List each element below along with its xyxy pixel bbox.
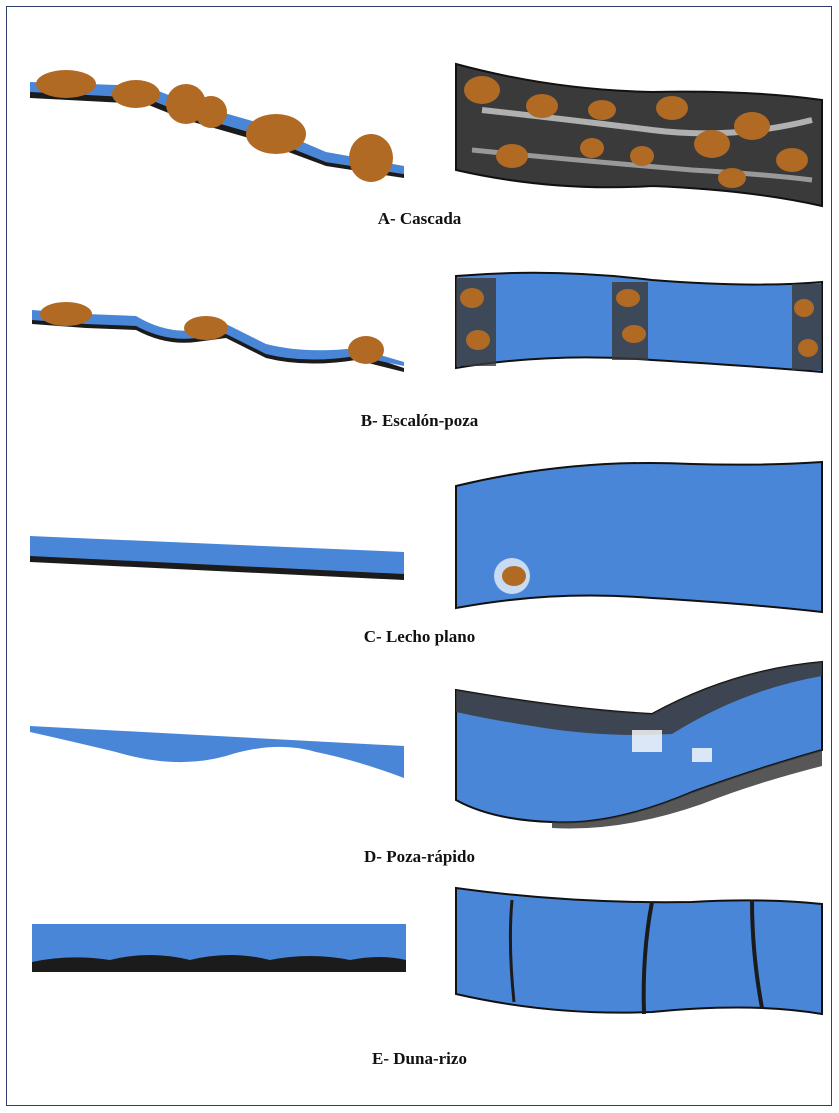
- panel-c-plan: [452, 458, 827, 618]
- panel-d-profile: [26, 722, 408, 782]
- panel-e-plan: [452, 884, 827, 1020]
- panel-a-profile: [26, 62, 406, 192]
- caption-c: C- Lecho plano: [0, 627, 839, 647]
- caption-e: E- Duna-rizo: [0, 1049, 839, 1069]
- caption-d: D- Poza-rápido: [0, 847, 839, 867]
- panel-a-plan: [452, 60, 827, 210]
- caption-a: A- Cascada: [0, 209, 839, 229]
- caption-b: B- Escalón-poza: [0, 411, 839, 431]
- panel-b-profile: [26, 298, 408, 378]
- boulder: [246, 114, 306, 154]
- boulder: [195, 96, 227, 128]
- panel-e-profile: [30, 924, 408, 976]
- boulder: [112, 80, 160, 108]
- panel-c-profile: [26, 532, 408, 582]
- boulder: [36, 70, 96, 98]
- panel-b-plan: [452, 268, 827, 378]
- boulder: [349, 134, 393, 182]
- panel-d-plan: [452, 660, 827, 830]
